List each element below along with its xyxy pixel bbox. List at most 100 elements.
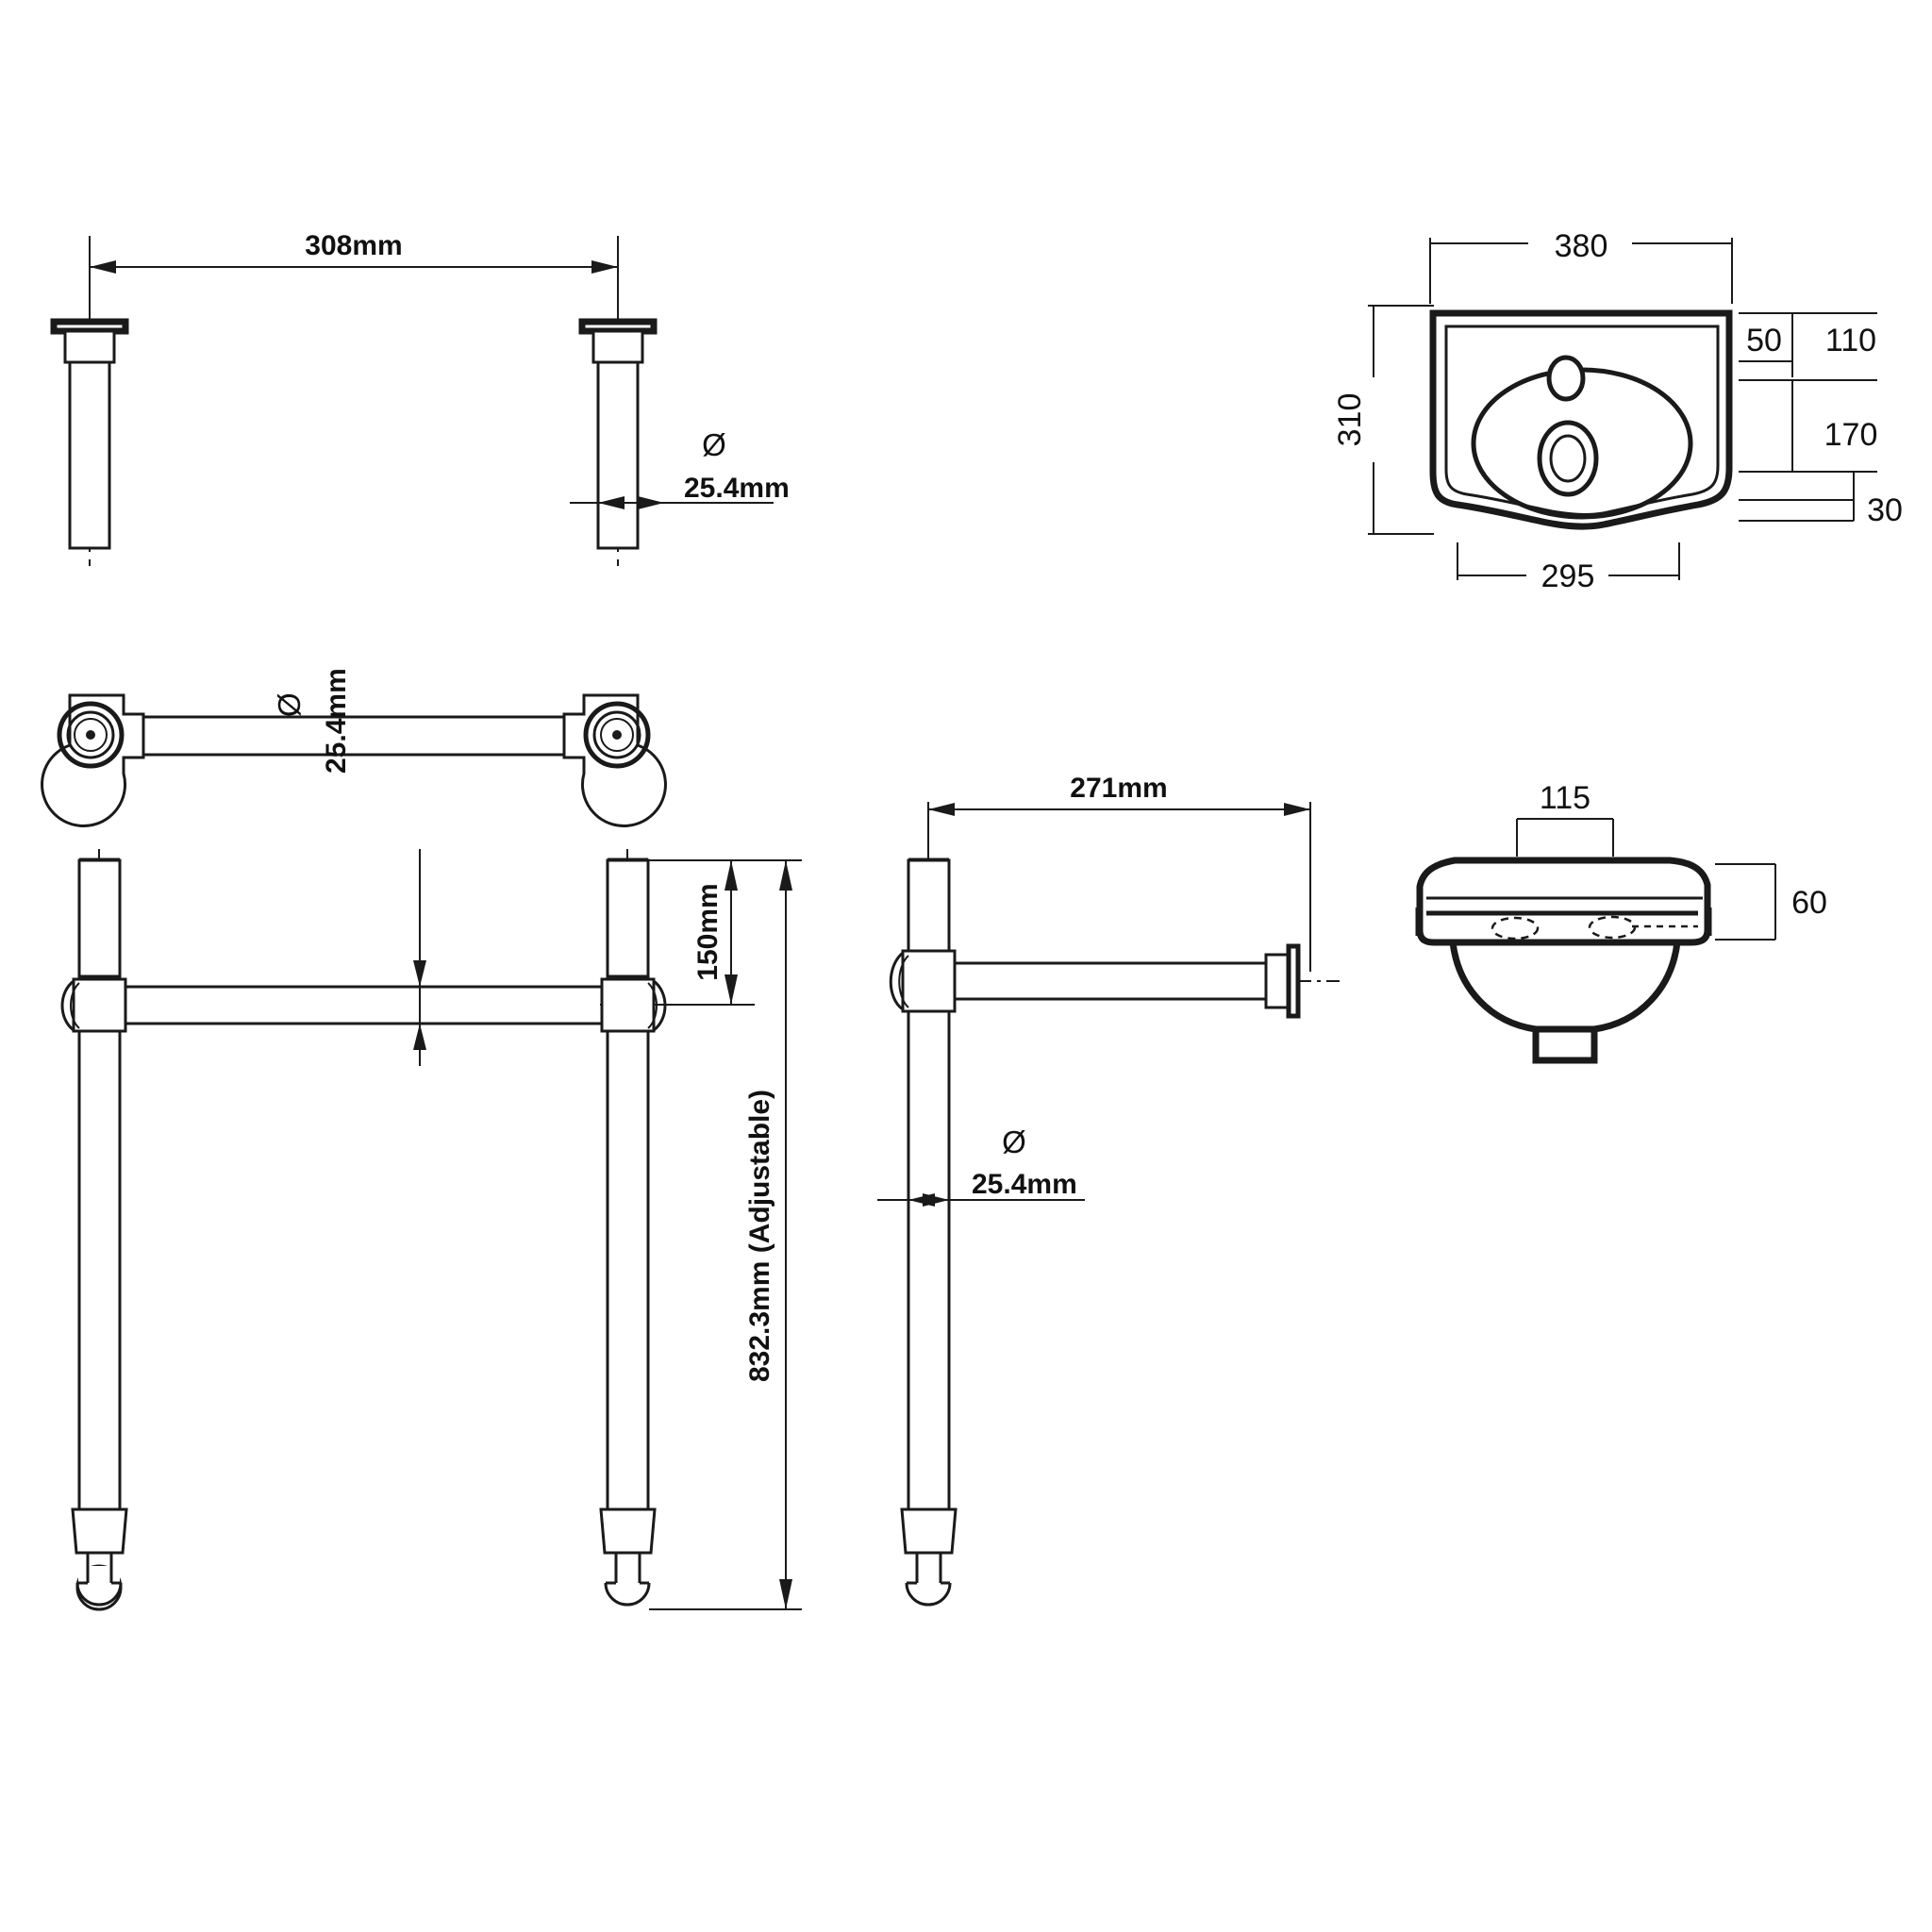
leg-collar [591, 329, 644, 364]
leg-tube [68, 360, 111, 550]
arm-end-boss [1264, 953, 1291, 1009]
waste-spigot [1532, 1025, 1598, 1064]
leg-left-front-view [60, 858, 128, 1611]
dimension-label-50: 50 [1746, 323, 1782, 358]
arrow-head [598, 496, 625, 509]
diameter-symbol-icon: Ø [272, 692, 307, 717]
ball-foot-arc [75, 1582, 123, 1607]
arrow-head [724, 860, 738, 891]
arrow-head [724, 974, 738, 1005]
dimension-diameter-25-4mm-front: Ø 25.4mm [272, 668, 426, 1066]
dimension-150mm: 150mm [648, 859, 755, 1006]
leg-lower-tube [77, 1029, 122, 1511]
dimension-label-60: 60 [1791, 885, 1827, 921]
arrow-head [638, 496, 664, 509]
dimension-label-25-4mm: 25.4mm [321, 668, 352, 774]
ball-foot-arc [604, 1582, 651, 1607]
dimension-380: 380 [1429, 228, 1733, 304]
leg-upper-tube [606, 858, 650, 978]
dimension-label-380: 380 [1555, 228, 1608, 264]
dimension-label-115: 115 [1540, 780, 1591, 816]
waste-outlet-inner [1549, 434, 1587, 483]
leg-upper-tube [77, 858, 122, 978]
dimension-50: 50 [1739, 312, 1877, 362]
dimension-110: 110 [1739, 313, 1877, 381]
dimension-label-308mm: 308mm [305, 230, 402, 261]
dimension-115: 115 [1516, 780, 1614, 857]
tap-hole [1546, 355, 1586, 402]
arrow-head [413, 1024, 426, 1050]
foot-mask [607, 1566, 648, 1589]
leg-upper-tube [907, 858, 951, 953]
dimension-label-295: 295 [1541, 558, 1595, 594]
joint-bulge-outline [60, 979, 75, 1032]
diameter-symbol-icon: Ø [1002, 1124, 1026, 1159]
dimension-label-30: 30 [1867, 492, 1903, 528]
leg-lower-tube [606, 1029, 650, 1511]
pivot-circle-mid [592, 710, 641, 759]
dimension-832-3mm-adjustable: 832.3mm (Adjustable) [648, 859, 802, 1610]
leg-side-view [889, 858, 958, 1607]
view-basin-plan: 380 310 50 [1332, 228, 1903, 594]
dimension-310: 310 [1332, 305, 1434, 535]
leg-right-top-view [578, 318, 658, 550]
pivot-joint-left-body [41, 693, 145, 827]
basin-outline-plan [1429, 309, 1733, 530]
dimension-label-170: 170 [1824, 417, 1878, 453]
arrow-head [1284, 803, 1310, 816]
foot-collar [900, 1507, 958, 1555]
basin-section-body [1415, 857, 1712, 1064]
crossrail-tube [109, 715, 598, 757]
dimension-label-25-4mm: 25.4mm [684, 473, 790, 504]
pivot-circle-inner [74, 718, 108, 752]
ball-foot-arc [905, 1582, 952, 1607]
view-stand-top: 308mm Ø 25.4mm [41, 230, 790, 827]
dimension-30: 30 [1739, 472, 1903, 528]
view-basin-section: 115 60 [1415, 780, 1827, 1064]
basin-rim-section [1416, 857, 1711, 946]
basin-outer-rim [1429, 309, 1733, 530]
arrow-head [413, 960, 426, 987]
pivot-circle-inner [600, 718, 634, 752]
frame-crossrail-top-view [41, 693, 667, 827]
dimension-label-25-4mm: 25.4mm [972, 1169, 1077, 1200]
leg-collar [63, 329, 116, 364]
leg-tube [596, 360, 640, 550]
frame-crossbar-front-view [125, 985, 602, 1025]
crossbar-fill [127, 989, 600, 1023]
arrow-head [779, 1579, 792, 1609]
foot-collar [71, 1507, 128, 1555]
wall-arm-side-view [955, 943, 1301, 1019]
leg-right-front-view [599, 858, 667, 1607]
dimension-60: 60 [1715, 863, 1827, 941]
foot-mask [78, 1566, 120, 1589]
dimension-170: 170 [1739, 380, 1878, 473]
arrow-head [90, 260, 116, 274]
foot-collar [599, 1507, 657, 1555]
joint-bulge-outline [889, 951, 905, 1011]
leg-joint-boss [600, 977, 656, 1033]
pivot-circle-mid [66, 710, 115, 759]
diameter-symbol-icon: Ø [702, 427, 726, 462]
leg-left-top-view [50, 318, 129, 550]
pivot-center-dot [86, 730, 95, 740]
pivot-circle-outer [583, 701, 651, 769]
arrow-head [591, 260, 618, 274]
dimension-label-271mm: 271mm [1070, 773, 1167, 804]
foot-mask [908, 1566, 949, 1589]
leg-joint-boss [901, 949, 957, 1013]
view-stand-side: 271mm [877, 773, 1340, 1607]
arrow-head [779, 860, 792, 891]
leg-lower-tube [907, 1009, 951, 1511]
dimension-diameter-25-4mm-side: Ø 25.4mm [877, 1124, 1085, 1207]
pivot-joint-right-body [562, 693, 667, 827]
arrow-head [928, 803, 955, 816]
arrow-head [923, 1193, 949, 1207]
joint-bulge-inner [898, 955, 909, 1008]
joint-bulge-inner [70, 982, 80, 1029]
basin-inner-rim [1444, 325, 1720, 516]
dimension-label-310: 310 [1332, 393, 1368, 447]
dimension-label-150mm: 150mm [692, 883, 724, 980]
pivot-circle-outer [57, 701, 125, 769]
